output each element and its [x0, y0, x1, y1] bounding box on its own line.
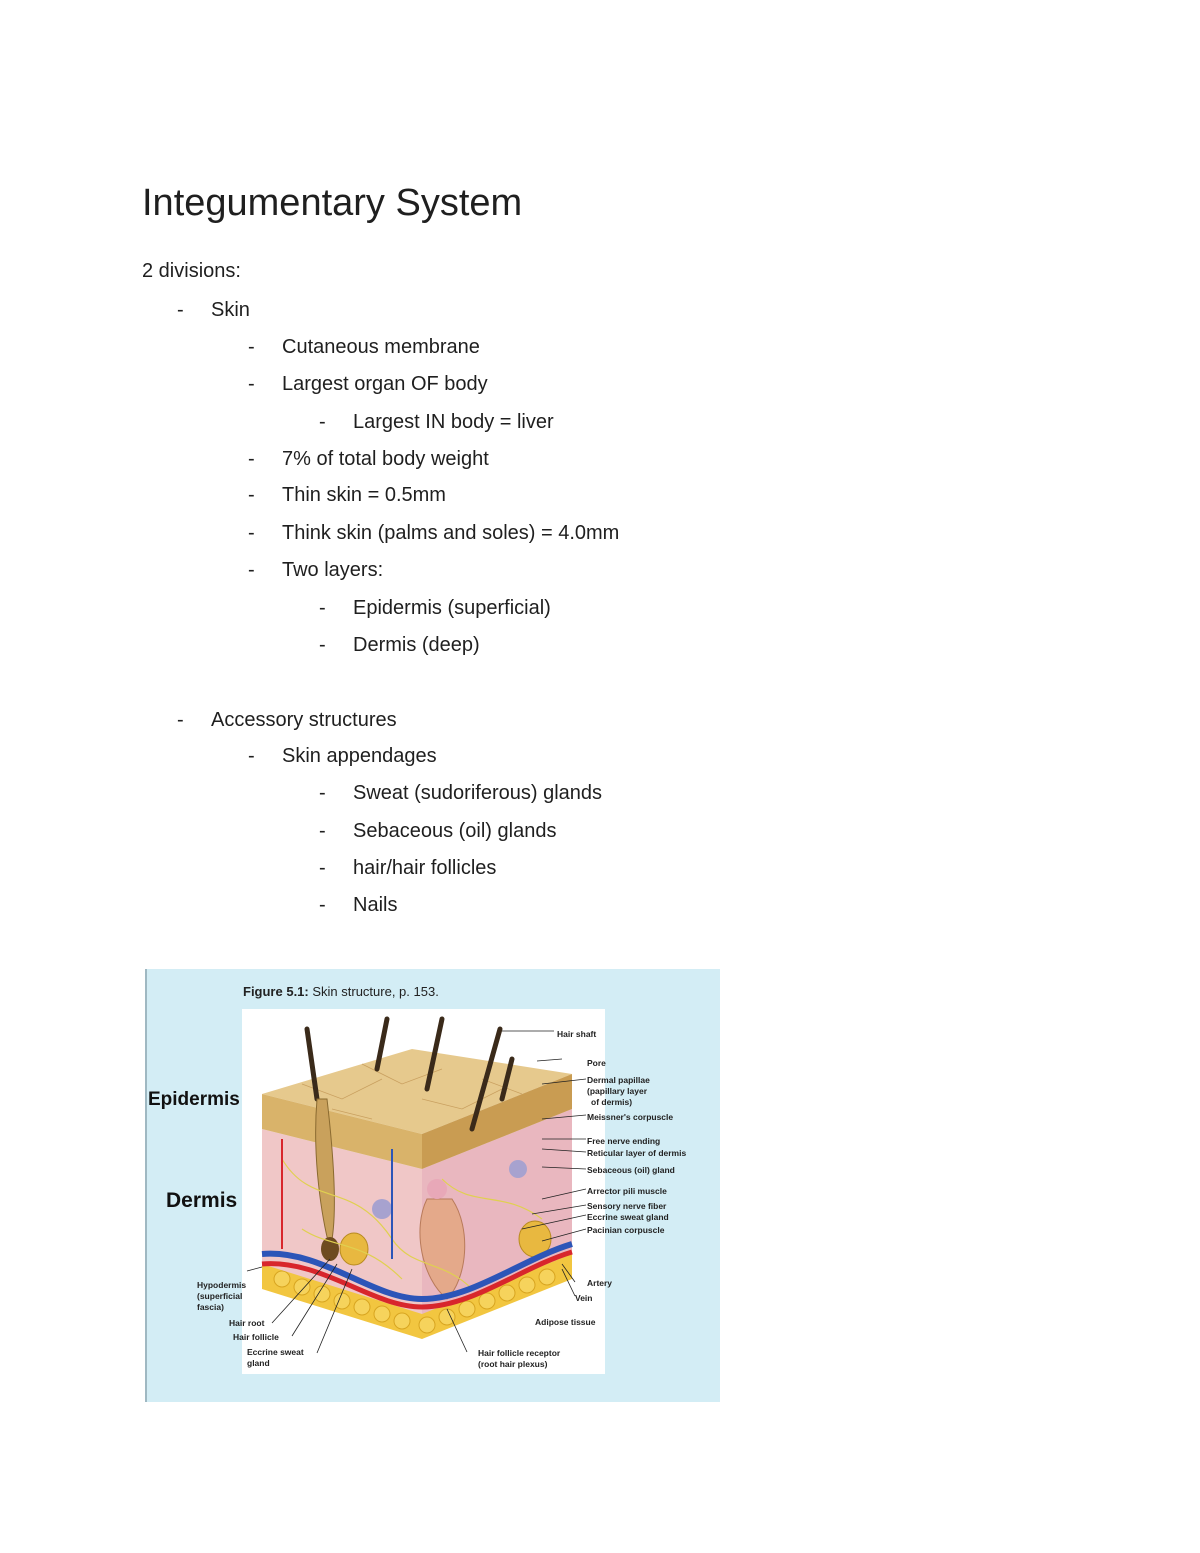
- outline-item: - hair/hair follicles: [319, 856, 497, 880]
- epidermis-side-band: [422, 1074, 572, 1169]
- label-hair-shaft: Hair shaft: [557, 1029, 597, 1039]
- skin-cross-section-illustration: [246, 1016, 587, 1354]
- label-fascia: fascia): [197, 1302, 224, 1312]
- hair-bulb: [321, 1237, 339, 1261]
- intro-text: 2 divisions:: [142, 260, 241, 282]
- label-artery: Artery: [587, 1278, 613, 1288]
- label-sebaceous-gland: Sebaceous (oil) gland: [587, 1165, 675, 1175]
- outline-item: - Two layers:: [248, 558, 384, 582]
- page-title: Integumentary System: [142, 182, 523, 224]
- outline-item-text: Skin appendages: [282, 745, 437, 767]
- outline-item: - Sebaceous (oil) glands: [319, 819, 557, 843]
- artery-vessel: [261, 1249, 573, 1310]
- vein-vessel: [261, 1241, 573, 1303]
- label-pore: Pore: [587, 1058, 606, 1068]
- label-pacinian-corpuscle: Pacinian corpuscle: [587, 1225, 665, 1235]
- outline-item-text: Dermis (deep): [353, 634, 480, 656]
- bullet-dash: -: [248, 373, 255, 395]
- label-root-hair-plexus: (root hair plexus): [478, 1359, 548, 1369]
- leader-lines: [246, 1030, 587, 1354]
- outline-item: - Skin appendages: [248, 744, 437, 768]
- outline-item-text: hair/hair follicles: [353, 857, 497, 879]
- outline-item-text: 7% of total body weight: [282, 448, 489, 470]
- label-of-dermis: of dermis): [591, 1097, 633, 1107]
- bullet-dash: -: [319, 597, 326, 619]
- label-dermis: Dermis: [166, 1189, 238, 1212]
- bullet-dash: -: [248, 484, 255, 506]
- label-sensory-nerve-fiber: Sensory nerve fiber: [587, 1201, 667, 1211]
- label-hair-follicle-receptor: Hair follicle receptor: [478, 1348, 561, 1358]
- label-dermal-papillae: Dermal papillae: [587, 1075, 650, 1085]
- eccrine-sweat-gland-right: [509, 1160, 527, 1178]
- outline-item: - Cutaneous membrane: [248, 335, 480, 359]
- hair-shafts: [304, 1016, 515, 1132]
- label-free-nerve-ending: Free nerve ending: [587, 1136, 661, 1146]
- outline-item-text: Largest organ OF body: [282, 373, 488, 395]
- label-superficial: (superficial: [197, 1291, 243, 1301]
- label-gland: gland: [247, 1358, 270, 1368]
- bullet-dash: -: [319, 782, 326, 804]
- gland-lobe: [427, 1179, 447, 1199]
- epidermis-front-band: [262, 1094, 422, 1169]
- bullet-dash: -: [319, 894, 326, 916]
- outline-item-text: Think skin (palms and soles) = 4.0mm: [282, 522, 620, 544]
- label-hypodermis: Hypodermis: [197, 1280, 247, 1290]
- outline-item-text: Sebaceous (oil) glands: [353, 820, 557, 842]
- outline-item-text: Sweat (sudoriferous) glands: [353, 782, 603, 804]
- label-eccrine-sweat: Eccrine sweat: [247, 1347, 304, 1357]
- bullet-dash: -: [319, 411, 326, 433]
- label-adipose-tissue: Adipose tissue: [535, 1317, 596, 1327]
- bullet-dash: -: [248, 522, 255, 544]
- figure-caption-number: Figure 5.1:: [243, 984, 309, 999]
- fat-cells: [273, 1268, 556, 1334]
- label-eccrine-sweat-gland: Eccrine sweat gland: [587, 1212, 669, 1222]
- label-hair-root: Hair root: [229, 1318, 265, 1328]
- label-hair-follicle: Hair follicle: [233, 1332, 279, 1342]
- bullet-dash: -: [248, 448, 255, 470]
- label-papillary-layer: (papillary layer: [587, 1086, 648, 1096]
- label-vein: Vein: [575, 1293, 593, 1303]
- outline-item: - Nails: [319, 893, 398, 917]
- figure-caption-text: Skin structure, p. 153.: [308, 984, 439, 999]
- sensory-nerve-fibers: [281, 1158, 543, 1290]
- outline-item: - Think skin (palms and soles) = 4.0mm: [248, 521, 620, 545]
- label-arrector-pili: Arrector pili muscle: [587, 1186, 667, 1196]
- label-meissners-corpuscle: Meissner's corpuscle: [587, 1112, 674, 1122]
- label-reticular-layer: Reticular layer of dermis: [587, 1148, 687, 1158]
- outline-item: - Largest IN body = liver: [319, 410, 554, 434]
- bullet-dash: -: [319, 820, 326, 842]
- outline-item-text: Two layers:: [282, 559, 384, 581]
- outline-item: - Thin skin = 0.5mm: [248, 483, 446, 507]
- epidermis-top-surface: [262, 1049, 572, 1134]
- skin-structure-figure: Figure 5.1: Skin structure, p. 153. Epid…: [145, 969, 720, 1402]
- outline-item: - Dermis (deep): [319, 633, 480, 657]
- outline-item-text: Cutaneous membrane: [282, 336, 480, 358]
- label-epidermis: Epidermis: [148, 1089, 240, 1110]
- outline-item: - Accessory structures: [177, 708, 397, 732]
- skin-illustration-panel: [242, 1009, 605, 1374]
- outline-item-text: Skin: [211, 299, 250, 321]
- bullet-dash: -: [177, 299, 184, 321]
- bullet-dash: -: [319, 634, 326, 656]
- outline-item: - Epidermis (superficial): [319, 596, 551, 620]
- figure-caption: Figure 5.1: Skin structure, p. 153.: [243, 984, 439, 999]
- outline-item: - Skin: [177, 298, 250, 322]
- outline-item: - Largest organ OF body: [248, 372, 488, 396]
- bullet-dash: -: [248, 336, 255, 358]
- outline-item-text: Accessory structures: [211, 709, 397, 731]
- outline-item-text: Thin skin = 0.5mm: [282, 484, 446, 506]
- bullet-dash: -: [177, 709, 184, 731]
- eccrine-sweat-gland-left: [372, 1199, 392, 1219]
- bullet-dash: -: [248, 559, 255, 581]
- bullet-dash: -: [319, 857, 326, 879]
- bullet-dash: -: [248, 745, 255, 767]
- outline-item-text: Largest IN body = liver: [353, 411, 554, 433]
- outline-item-text: Nails: [353, 894, 398, 916]
- outline-item: - 7% of total body weight: [248, 447, 489, 471]
- outline-item: - Sweat (sudoriferous) glands: [319, 781, 603, 805]
- outline-item-text: Epidermis (superficial): [353, 597, 551, 619]
